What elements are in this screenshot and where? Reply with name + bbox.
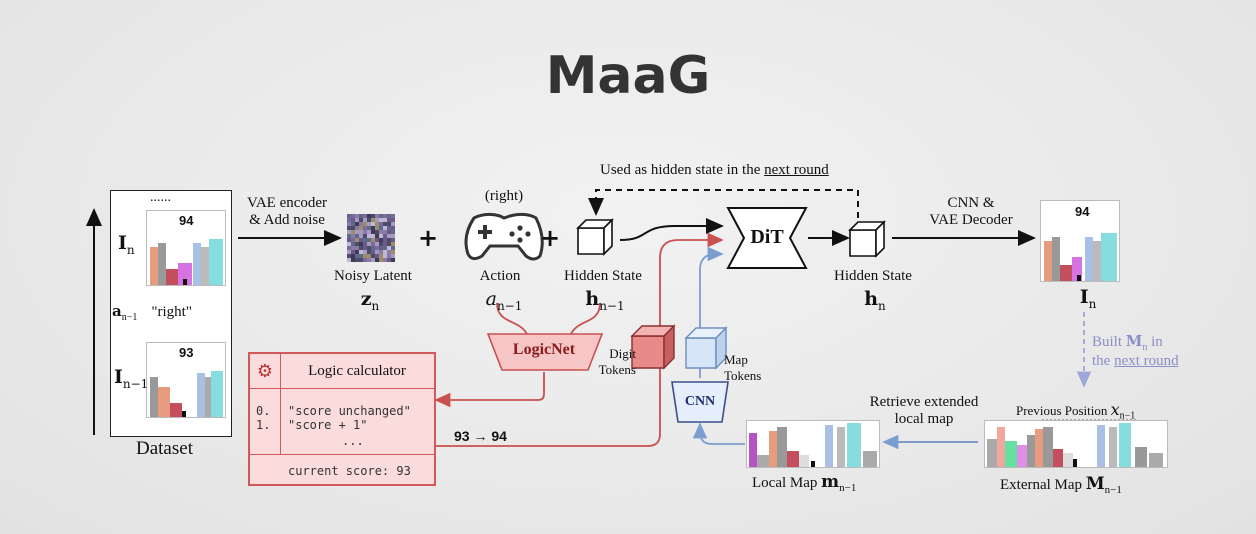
feedback-dashed — [588, 189, 859, 218]
action-label: Action — [479, 268, 521, 284]
output-frame: 94 — [1040, 200, 1120, 282]
diagram-title: MaaG — [545, 46, 711, 106]
logic-calculator: ⚙ Logic calculator 0. "score unchanged" … — [248, 352, 436, 486]
dataset-score-bottom: 93 — [179, 345, 194, 360]
dataset-score-top: 94 — [179, 213, 194, 228]
dit-label: DiT — [750, 226, 784, 248]
logic-row-0-text: "score unchanged" — [288, 404, 411, 418]
local-map — [746, 420, 880, 468]
built-label: Built Mn in the next round — [1092, 332, 1179, 369]
previous-position-label: Previous Position xn−1 — [1016, 400, 1136, 422]
noisy-latent-symbol: zn — [360, 288, 380, 313]
dataset-dots: ...... — [150, 190, 171, 205]
logicnet-block — [486, 333, 604, 371]
cnn-block — [671, 381, 729, 423]
plus-2: + — [540, 224, 561, 252]
output-score: 94 — [1075, 204, 1090, 219]
external-map — [984, 420, 1168, 468]
dataset-frame-bottom-label: In−1 — [114, 366, 149, 391]
decoder-label: CNN &VAE Decoder — [929, 195, 1013, 228]
logic-row-0-idx: 0. — [256, 404, 271, 418]
action-symbol: an−1 — [485, 288, 523, 313]
dataset-caption: Dataset — [136, 438, 193, 459]
map-tokens-cube — [684, 326, 728, 370]
hidden-state-prev-symbol: hn−1 — [585, 288, 625, 313]
digit-tokens-cube — [630, 324, 676, 370]
dataset-action: an−1"right" — [112, 302, 192, 323]
external-map-label: External Map Mn−1 — [1000, 474, 1122, 496]
arrow-logicnet-to-calc — [434, 372, 545, 408]
logicnet-label: LogicNet — [512, 341, 576, 358]
logic-row-1-text: "score + 1" — [288, 418, 368, 432]
noisy-latent-label: Noisy Latent — [334, 268, 412, 284]
hidden-state-prev-cube — [576, 218, 614, 256]
local-map-label: Local Map mn−1 — [752, 472, 857, 494]
logic-ellipsis: ... — [342, 434, 364, 448]
logic-calculator-title: Logic calculator — [308, 363, 406, 379]
dataset-frame-bottom: 93 — [146, 342, 226, 418]
feedback-label: Used as hidden state in the next round — [600, 162, 829, 178]
dataset-frame-top: 94 — [146, 210, 226, 286]
logic-row-1-idx: 1. — [256, 418, 271, 432]
gear-icon: ⚙ — [250, 354, 281, 388]
dit-block — [726, 207, 808, 269]
hidden-state-next-label: Hidden State — [834, 268, 912, 284]
plus-1: + — [418, 224, 439, 252]
hidden-state-next-symbol: hn — [864, 288, 886, 313]
cnn-label: CNN — [684, 394, 716, 409]
score-change: 93 → 94 — [454, 428, 507, 444]
action-top-label: (right) — [484, 188, 524, 204]
current-score: current score: 93 — [288, 464, 411, 478]
hidden-state-next-cube — [848, 220, 886, 258]
output-symbol: In — [1079, 286, 1097, 311]
gamepad-icon — [464, 212, 544, 261]
dataset-frame-top-label: In — [118, 232, 135, 257]
noisy-latent-image — [347, 214, 395, 262]
hidden-state-prev-label: Hidden State — [564, 268, 642, 284]
arrow-local-to-cnn — [692, 422, 745, 445]
arrow-map-to-dit — [699, 246, 724, 378]
arrow-hidden-to-dit — [619, 218, 724, 241]
vae-encoder-label: VAE encoder& Add noise — [246, 195, 328, 228]
